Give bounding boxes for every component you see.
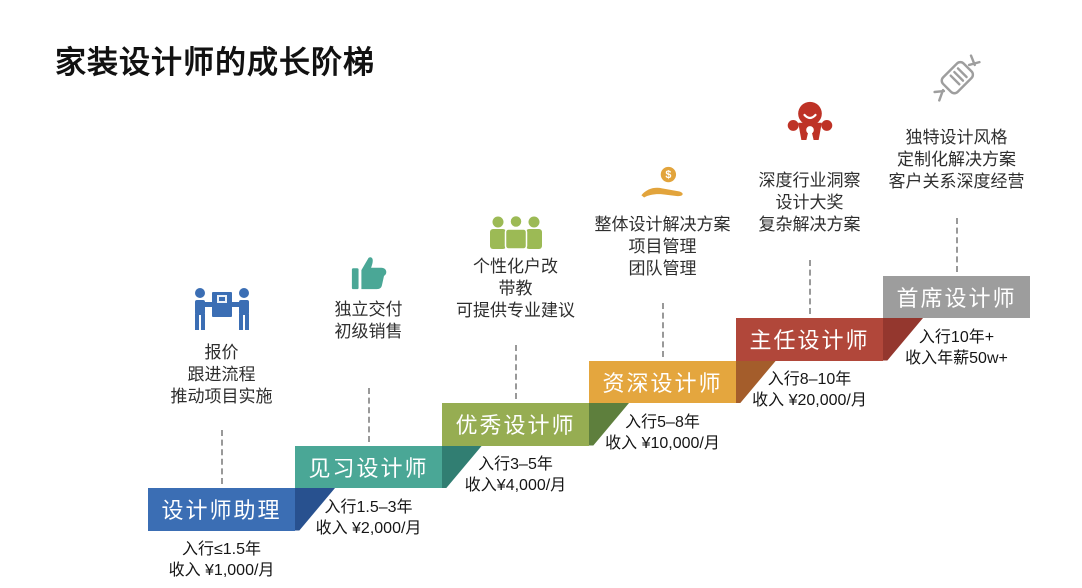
- connector-dashed-line: [661, 302, 664, 357]
- step-skills: 独特设计风格 定制化解决方案 客户关系深度经营: [888, 128, 1025, 191]
- step-title-bar: 见习设计师: [295, 445, 442, 488]
- page-title: 家装设计师的成长阶梯: [55, 44, 375, 80]
- people-carrying-box-icon: [190, 287, 254, 331]
- award-person-icon: [778, 100, 842, 140]
- step-income: 入行3–5年 收入¥4,000/月: [464, 456, 567, 494]
- svg-text:$: $: [665, 169, 671, 181]
- step-label: 资深设计师: [602, 370, 723, 396]
- step-title-bar: 主任设计师: [736, 318, 883, 361]
- step-skills: 整体设计解决方案 项目管理 团队管理: [594, 215, 731, 278]
- step-skills: 报价 跟进流程 推动项目实施: [170, 343, 273, 406]
- connector-dashed-line: [220, 430, 223, 484]
- step-skills: 个性化户改 带教 可提供专业建议: [456, 257, 575, 320]
- step-title-bar: 资深设计师: [589, 360, 736, 403]
- hand-coin-icon: $: [631, 166, 695, 202]
- step-label: 设计师助理: [161, 498, 282, 524]
- step-label: 首席设计师: [896, 285, 1017, 311]
- step-income: 入行8–10年 收入 ¥20,000/月: [752, 371, 867, 409]
- step-income: 入行5–8年 收入 ¥10,000/月: [605, 413, 720, 452]
- stamp-seal-icon: [925, 50, 989, 106]
- step-skills: 独立交付 初级销售: [334, 300, 403, 341]
- step-label: 优秀设计师: [455, 413, 576, 439]
- group-icon: [484, 215, 548, 249]
- step-label: 见习设计师: [308, 455, 429, 481]
- step-income: 入行10年+ 收入年薪50w+: [905, 328, 1008, 367]
- step-income: 入行1.5–3年 收入 ¥2,000/月: [315, 498, 422, 537]
- connector-dashed-line: [955, 217, 958, 272]
- step-title-bar: 设计师助理: [148, 488, 295, 531]
- step-skills: 深度行业洞察 设计大奖 复杂解决方案: [758, 171, 861, 234]
- connector-dashed-line: [514, 345, 517, 399]
- step-label: 主任设计师: [749, 328, 870, 354]
- step-title-bar: 首席设计师: [883, 275, 1030, 318]
- connector-dashed-line: [808, 260, 811, 314]
- connector-dashed-line: [367, 387, 370, 442]
- thumbs-up-icon: [337, 254, 401, 292]
- step-title-bar: 优秀设计师: [442, 403, 589, 446]
- step-income: 入行≤1.5年 收入 ¥1,000/月: [168, 541, 275, 579]
